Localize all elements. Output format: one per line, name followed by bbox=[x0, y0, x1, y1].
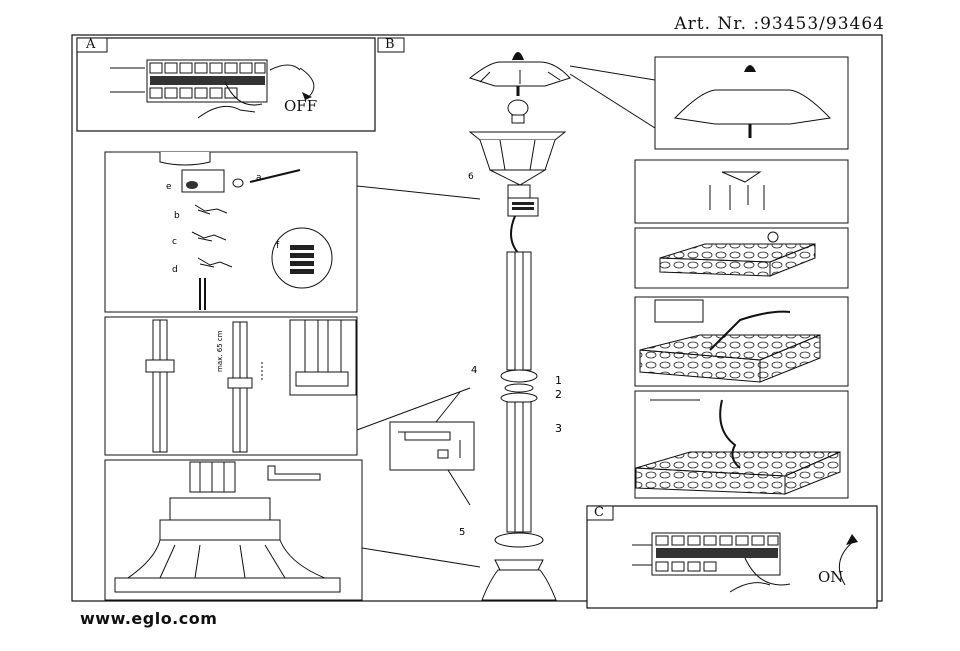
terminal-block-a bbox=[110, 59, 301, 119]
panel-b bbox=[377, 37, 405, 53]
max-height-note: max. 65 cm bbox=[216, 330, 224, 372]
website-url: www.eglo.com bbox=[80, 609, 218, 628]
detail-hex-key bbox=[389, 421, 475, 471]
panel-b-label: B bbox=[385, 37, 395, 52]
step-3: 3 bbox=[555, 422, 562, 435]
detail-cap bbox=[654, 56, 849, 150]
letter-a-1: a bbox=[256, 173, 262, 183]
detail-wiring bbox=[104, 151, 358, 313]
circled-number-6: 6 bbox=[468, 172, 474, 182]
lamp-post bbox=[468, 52, 571, 601]
panel-c-label: C bbox=[594, 505, 604, 520]
letter-d: d bbox=[172, 265, 178, 275]
step-2: 2 bbox=[555, 388, 562, 401]
switch-off-label: OFF bbox=[284, 97, 318, 115]
panel-a-label: A bbox=[86, 37, 96, 52]
circled-number-4: 4 bbox=[471, 365, 477, 376]
leader-line bbox=[356, 185, 481, 200]
article-number: Art. Nr. :93453/93464 bbox=[674, 14, 885, 34]
detail-pole-joint bbox=[104, 316, 358, 456]
circled-number-5: 5 bbox=[459, 527, 465, 538]
panel-a bbox=[76, 37, 376, 132]
letter-c: c bbox=[172, 237, 177, 247]
detail-mounting-bolts bbox=[634, 159, 849, 224]
step-1: 1 bbox=[555, 374, 562, 387]
detail-cable-entry bbox=[634, 296, 849, 387]
panel-c bbox=[586, 505, 878, 609]
outer-frame bbox=[71, 34, 883, 602]
switch-on-label: ON bbox=[818, 568, 844, 586]
letter-b: b bbox=[174, 211, 180, 221]
letter-e-1: e bbox=[166, 182, 172, 192]
detail-base bbox=[104, 459, 363, 601]
detail-base-mount bbox=[634, 390, 849, 499]
letter-f: f bbox=[276, 241, 280, 251]
detail-foundation bbox=[634, 227, 849, 289]
